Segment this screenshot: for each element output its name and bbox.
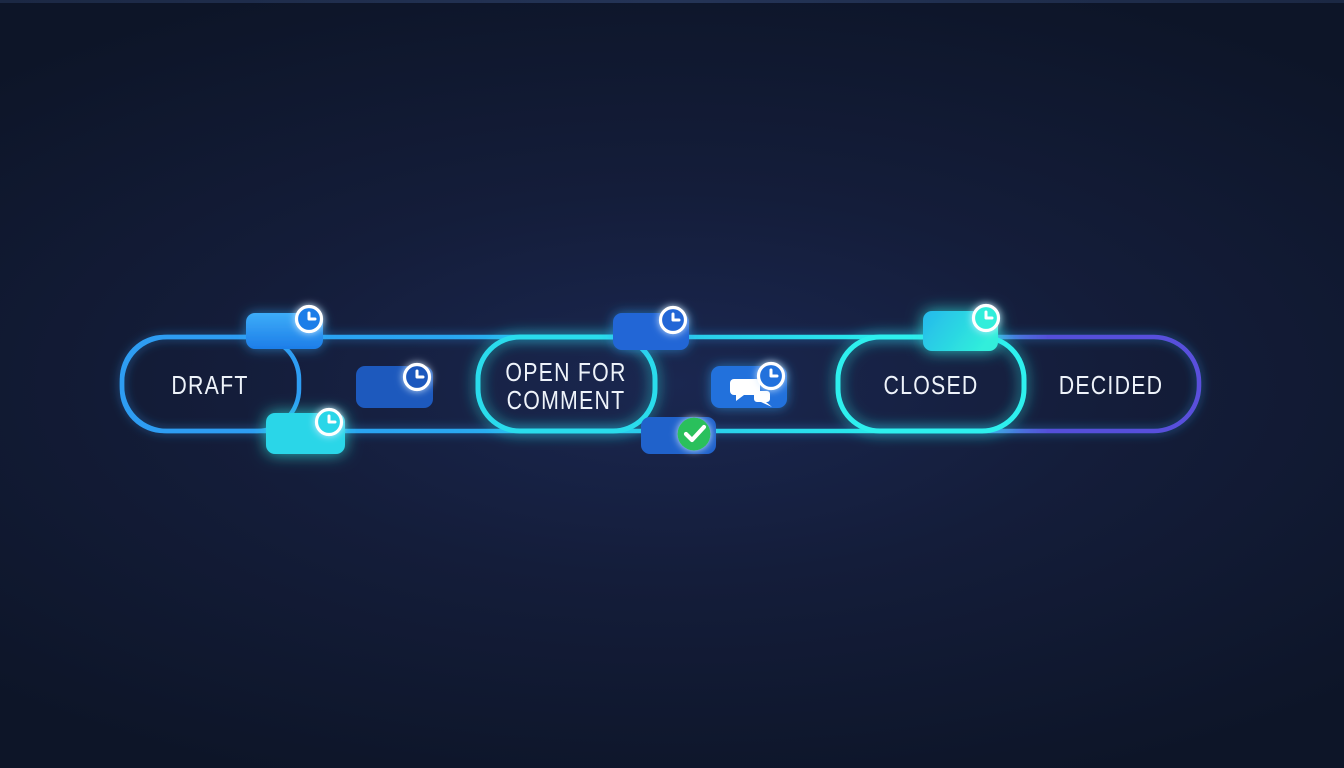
comment-discussion-badge (711, 361, 787, 408)
timestamp-badge-between-draft-open (356, 362, 433, 408)
stage-draft-label: DRAFT (171, 371, 248, 401)
svg-text:OPEN FOR: OPEN FOR (505, 358, 626, 388)
clock-icon (658, 305, 688, 335)
timestamp-badge-closed-top (923, 303, 1001, 351)
stage-closed-label: CLOSED (883, 371, 978, 401)
clock-icon (756, 361, 786, 391)
clock-icon (314, 407, 344, 437)
stage-open-for-comment-box (475, 334, 658, 434)
svg-text:DECIDED: DECIDED (1059, 371, 1164, 401)
top-edge-highlight (0, 0, 1344, 3)
timestamp-badge-draft-top (246, 304, 324, 349)
stage-open-for-comment-label: OPEN FOR COMMENT (505, 358, 626, 416)
timestamp-badge-open-top (613, 305, 689, 350)
stage-decided-label: DECIDED (1059, 371, 1164, 401)
chat-icon (730, 379, 772, 407)
stage-draft-box (119, 334, 302, 434)
clock-icon (971, 303, 1001, 333)
clock-icon (402, 362, 432, 392)
svg-text:DRAFT: DRAFT (171, 371, 248, 401)
svg-text:CLOSED: CLOSED (883, 371, 978, 401)
check-icon (677, 417, 711, 451)
clock-icon (294, 304, 324, 334)
comment-approved-badge (641, 417, 716, 454)
timestamp-badge-draft-bottom (266, 407, 345, 454)
svg-text:COMMENT: COMMENT (507, 386, 626, 416)
